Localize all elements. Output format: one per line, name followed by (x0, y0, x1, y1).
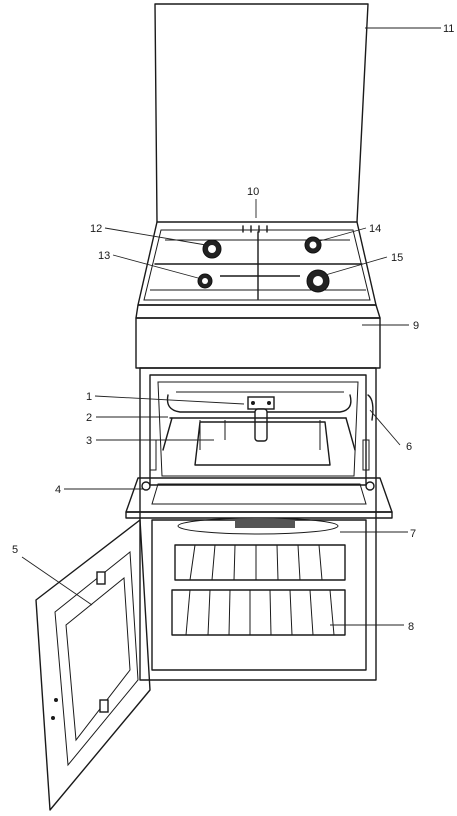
callout-4: 4 (55, 484, 61, 496)
callout-labels: 1 2 3 4 5 6 7 8 9 10 11 12 13 14 15 (12, 23, 454, 633)
callout-13: 13 (98, 250, 110, 262)
callout-7: 7 (410, 528, 416, 540)
burner-15 (306, 269, 330, 293)
callout-9: 9 (413, 320, 419, 332)
burner-12 (202, 239, 222, 259)
oven-shelf-lower (171, 589, 346, 636)
grill-element (166, 391, 352, 442)
callout-3: 3 (86, 435, 92, 447)
callout-5: 5 (12, 544, 18, 556)
control-panel (135, 304, 381, 369)
grill-rack (162, 417, 356, 451)
callout-2: 2 (86, 412, 92, 424)
oven-shelf-upper (174, 544, 346, 581)
burner-14 (304, 236, 322, 254)
callout-1: 1 (86, 391, 92, 403)
callout-10: 10 (247, 186, 259, 198)
hob-lid (154, 3, 369, 223)
side-rail (149, 394, 374, 471)
grill-pan (194, 421, 331, 466)
oven-interior (151, 517, 367, 671)
hob-top (137, 221, 377, 306)
grill-door (125, 477, 393, 519)
leader-lines (21, 27, 441, 626)
callout-14: 14 (369, 223, 381, 235)
callout-12: 12 (90, 223, 102, 235)
callout-6: 6 (406, 441, 412, 453)
callout-15: 15 (391, 252, 403, 264)
burner-13 (197, 273, 213, 289)
oven-door (35, 519, 151, 811)
callout-11: 11 (443, 23, 454, 35)
callout-8: 8 (408, 621, 414, 633)
